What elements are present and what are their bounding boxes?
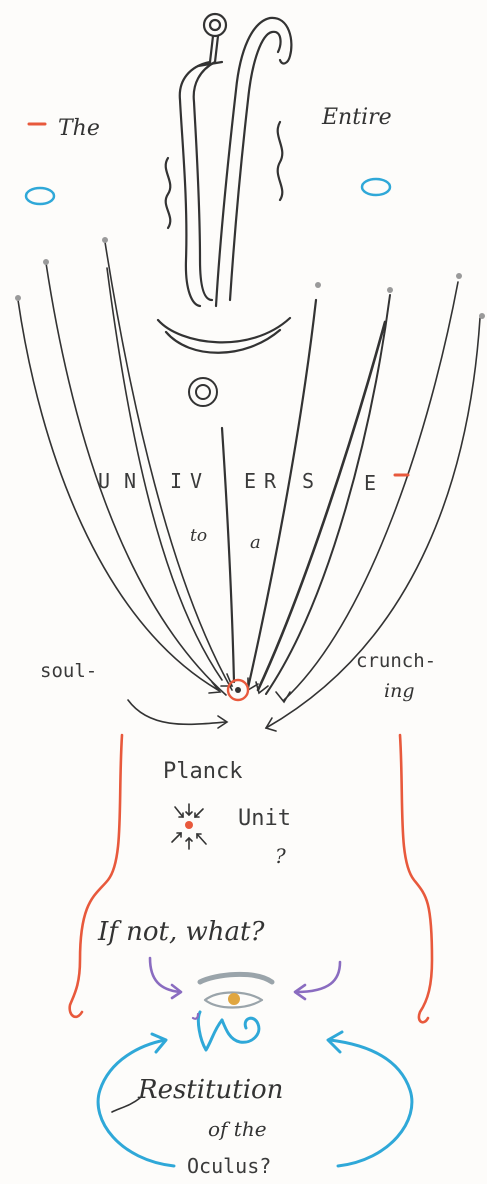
label-to: to: [190, 526, 207, 546]
letter-e1: E: [244, 469, 256, 493]
label-oculus: Oculus?: [187, 1154, 271, 1178]
red-bracket-left: [70, 735, 122, 1017]
label-question: ?: [275, 844, 286, 868]
label-unit: Unit: [238, 806, 291, 831]
letter-r: R: [264, 469, 277, 493]
gray-dots: [15, 237, 485, 319]
label-of-the: of the: [208, 1117, 267, 1141]
label-entire: Entire: [321, 105, 392, 130]
label-a: a: [250, 532, 261, 553]
letter-v: V: [190, 469, 202, 493]
cyan-oval-left-icon: [26, 188, 54, 204]
label-planck: Planck: [163, 759, 242, 784]
letter-i: I: [170, 469, 182, 493]
cyan-oval-right-icon: [362, 179, 390, 195]
letter-e2: E: [364, 471, 376, 495]
label-restitution: Restitution: [137, 1075, 283, 1105]
red-dot: [185, 821, 193, 829]
label-ing: ing: [384, 680, 414, 702]
arrowhead: [276, 692, 290, 702]
red-bracket-right: [400, 735, 432, 1022]
title-line: The Entire: [29, 105, 392, 141]
red-side-brackets: [70, 735, 432, 1022]
line-1: [18, 300, 218, 690]
label-crunch: crunch-: [356, 650, 436, 672]
line-7: [258, 322, 385, 690]
letter-u: U: [98, 469, 110, 493]
target-point-icon: [228, 680, 248, 700]
eye-of-horus-icon: [193, 974, 272, 1050]
concentric-circle-icon: [189, 378, 217, 406]
cyan-arrow-right: [330, 1040, 412, 1166]
line-6: [248, 300, 316, 688]
letter-s: S: [302, 469, 314, 493]
line-11: [128, 700, 226, 724]
label-if-not-what: If not, what?: [97, 917, 265, 947]
line-3: [105, 242, 232, 690]
inward-arrows-icon: [172, 804, 206, 849]
lead-line-icon: [112, 1098, 140, 1112]
letter-n: N: [124, 469, 136, 493]
label-the: The: [58, 116, 100, 141]
staff-with-hook-icon: [158, 14, 291, 353]
label-soul: soul-: [40, 660, 97, 682]
line-5: [222, 428, 234, 682]
